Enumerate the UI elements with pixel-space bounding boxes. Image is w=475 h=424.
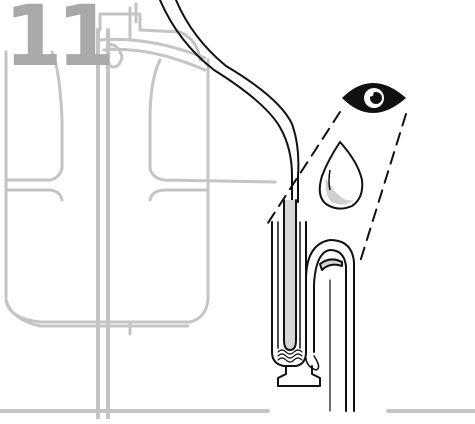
- trap-bend: [304, 351, 320, 371]
- water-drop-icon: [318, 141, 364, 210]
- appliance-top-rim: [98, 37, 207, 60]
- eye-icon: [342, 83, 406, 113]
- sightline-left: [265, 111, 341, 227]
- standpipe-collar: [319, 258, 343, 271]
- appliance-shelf-line: [4, 188, 64, 202]
- residue-wave-3: [277, 357, 303, 363]
- residue-particles: [277, 349, 303, 363]
- residue-wave-2: [277, 353, 303, 359]
- appliance-knob: [106, 42, 124, 69]
- sightline-right: [359, 113, 407, 263]
- inspection-sightlines: [265, 111, 407, 263]
- residue-wave-1: [277, 349, 303, 355]
- appliance-shelf-line-2: [148, 188, 210, 202]
- drain-hose-inner: [175, 0, 300, 203]
- appliance-panel-left: [4, 50, 64, 182]
- appliance-top-rim-2: [102, 47, 207, 72]
- appliance-base: [4, 298, 190, 328]
- appliance-panel-right: [148, 58, 277, 184]
- drop-shine: [328, 169, 331, 191]
- standpipe-trap: [305, 239, 355, 412]
- trap-base: [277, 365, 321, 387]
- appliance-top-cap: [98, 12, 202, 62]
- drain-assembly: [159, 0, 407, 412]
- standpipe-trap-inner: [313, 249, 347, 412]
- drop-fill: [325, 178, 354, 205]
- drain-hose-outer: [159, 0, 293, 203]
- eye-highlight: [368, 91, 374, 97]
- hose-insert: [283, 199, 297, 351]
- step-number: 11: [4, 0, 115, 85]
